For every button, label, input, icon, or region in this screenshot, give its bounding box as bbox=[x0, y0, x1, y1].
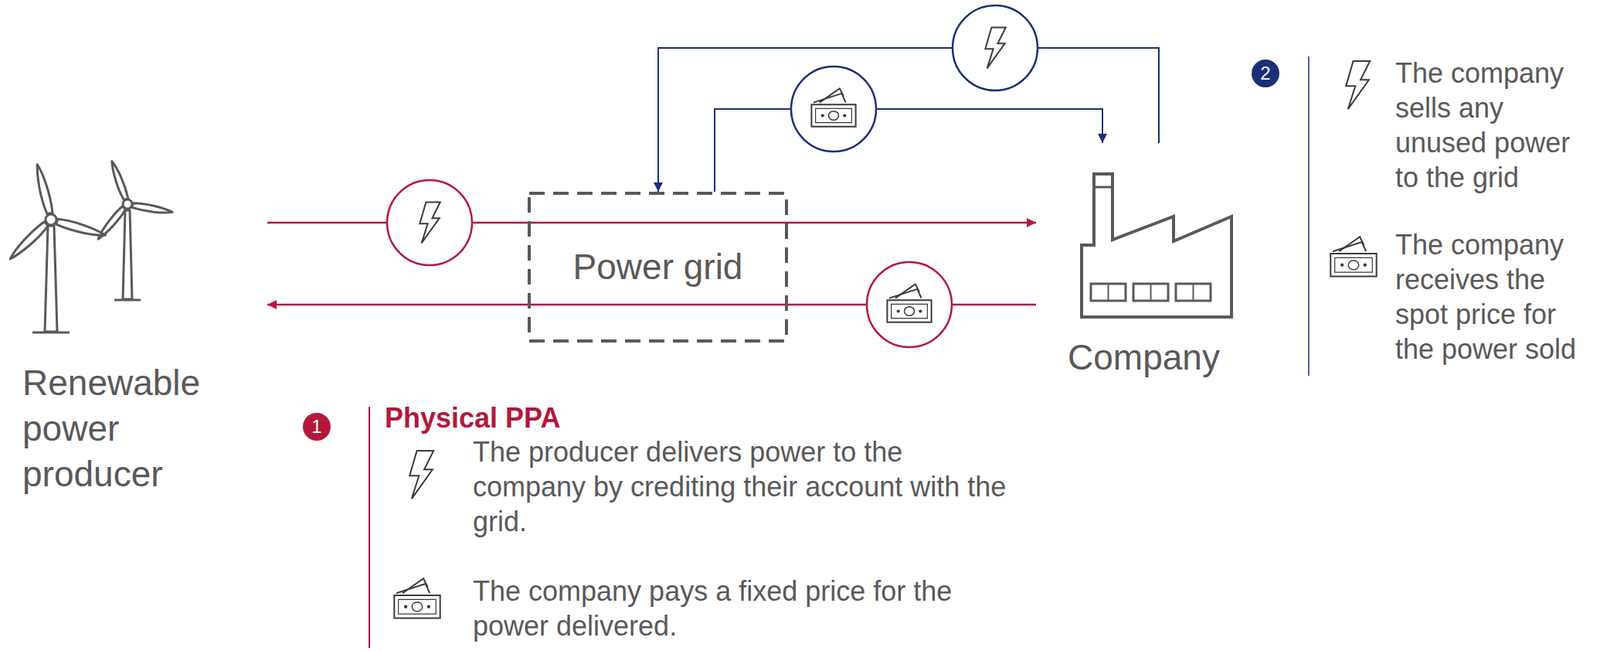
callout-rule bbox=[368, 406, 371, 648]
factory-window bbox=[1133, 283, 1169, 301]
flow-connector bbox=[267, 221, 1037, 225]
money-icon bbox=[394, 577, 440, 618]
turbine-blade bbox=[108, 159, 130, 201]
label-holder: The company pays a fixed price for the p… bbox=[472, 573, 1023, 643]
turbine-tower bbox=[44, 225, 58, 332]
dashed-border bbox=[529, 193, 787, 341]
payment-badge bbox=[866, 261, 952, 347]
factory-icon bbox=[1081, 173, 1232, 317]
label-holder: Physical PPA bbox=[384, 400, 561, 435]
label-holder: 2 bbox=[1251, 59, 1280, 88]
section-heading: Physical PPA bbox=[384, 400, 561, 435]
grid-box: Power grid bbox=[527, 191, 789, 343]
label-holder: The producer delivers power to the compa… bbox=[472, 434, 1023, 539]
turbine-hub bbox=[45, 214, 57, 225]
wind-turbine bbox=[6, 163, 107, 333]
badge-circle bbox=[952, 5, 1038, 91]
wind-turbine bbox=[95, 159, 174, 300]
lightning-icon bbox=[419, 202, 440, 244]
callout-number: 2 bbox=[1260, 64, 1271, 83]
description-text: The producer delivers power to the compa… bbox=[472, 434, 1023, 539]
factory-window bbox=[1175, 283, 1211, 301]
node-label: Power grid bbox=[573, 244, 744, 290]
badge-circle bbox=[866, 261, 952, 347]
turbine-blade bbox=[6, 220, 49, 262]
money-icon bbox=[886, 283, 931, 322]
callout-number: 1 bbox=[311, 417, 322, 436]
money-icon bbox=[1330, 236, 1376, 276]
label-holder: The company receives the spot price for … bbox=[1395, 227, 1589, 367]
factory-outline bbox=[1081, 173, 1232, 317]
description-text: The company pays a fixed price for the p… bbox=[472, 573, 1023, 643]
flow-connector bbox=[658, 47, 1159, 192]
lightning-icon bbox=[1345, 61, 1370, 109]
turbine-blade bbox=[33, 163, 54, 215]
window-bar bbox=[1107, 283, 1110, 301]
turbine-hub bbox=[122, 199, 133, 209]
turbine-blade bbox=[55, 217, 107, 239]
window-bar bbox=[1150, 283, 1152, 301]
money-icon bbox=[811, 88, 856, 126]
producer-node: Renewable power producer bbox=[7, 154, 268, 503]
payment-badge bbox=[791, 66, 877, 152]
turbine-base bbox=[114, 298, 141, 302]
callout-rule bbox=[1307, 56, 1310, 376]
description-text: The company sells any unused power to th… bbox=[1395, 55, 1589, 195]
lightning-icon bbox=[985, 27, 1006, 69]
lightning-icon bbox=[409, 450, 434, 499]
company-node: Company bbox=[1036, 142, 1252, 383]
turbine-blade bbox=[132, 201, 174, 215]
callout-badge bbox=[302, 412, 331, 441]
label-holder: 1 bbox=[302, 412, 331, 441]
node-label: Company bbox=[1036, 334, 1252, 381]
chimney-band bbox=[1093, 186, 1113, 189]
turbine-base bbox=[32, 331, 70, 334]
badge-circle bbox=[387, 180, 473, 265]
label-holder: The company sells any unused power to th… bbox=[1395, 55, 1589, 195]
window-bar bbox=[1192, 283, 1195, 301]
callout-badge bbox=[1251, 59, 1280, 88]
description-text: The company receives the spot price for … bbox=[1395, 227, 1589, 367]
turbine-tower bbox=[122, 210, 133, 299]
power-badge bbox=[387, 180, 473, 265]
flow-connector bbox=[714, 108, 1103, 192]
power-badge bbox=[952, 5, 1038, 91]
badge-circle bbox=[791, 66, 877, 152]
factory-window bbox=[1090, 283, 1126, 301]
node-label: Renewable power producer bbox=[22, 360, 224, 497]
